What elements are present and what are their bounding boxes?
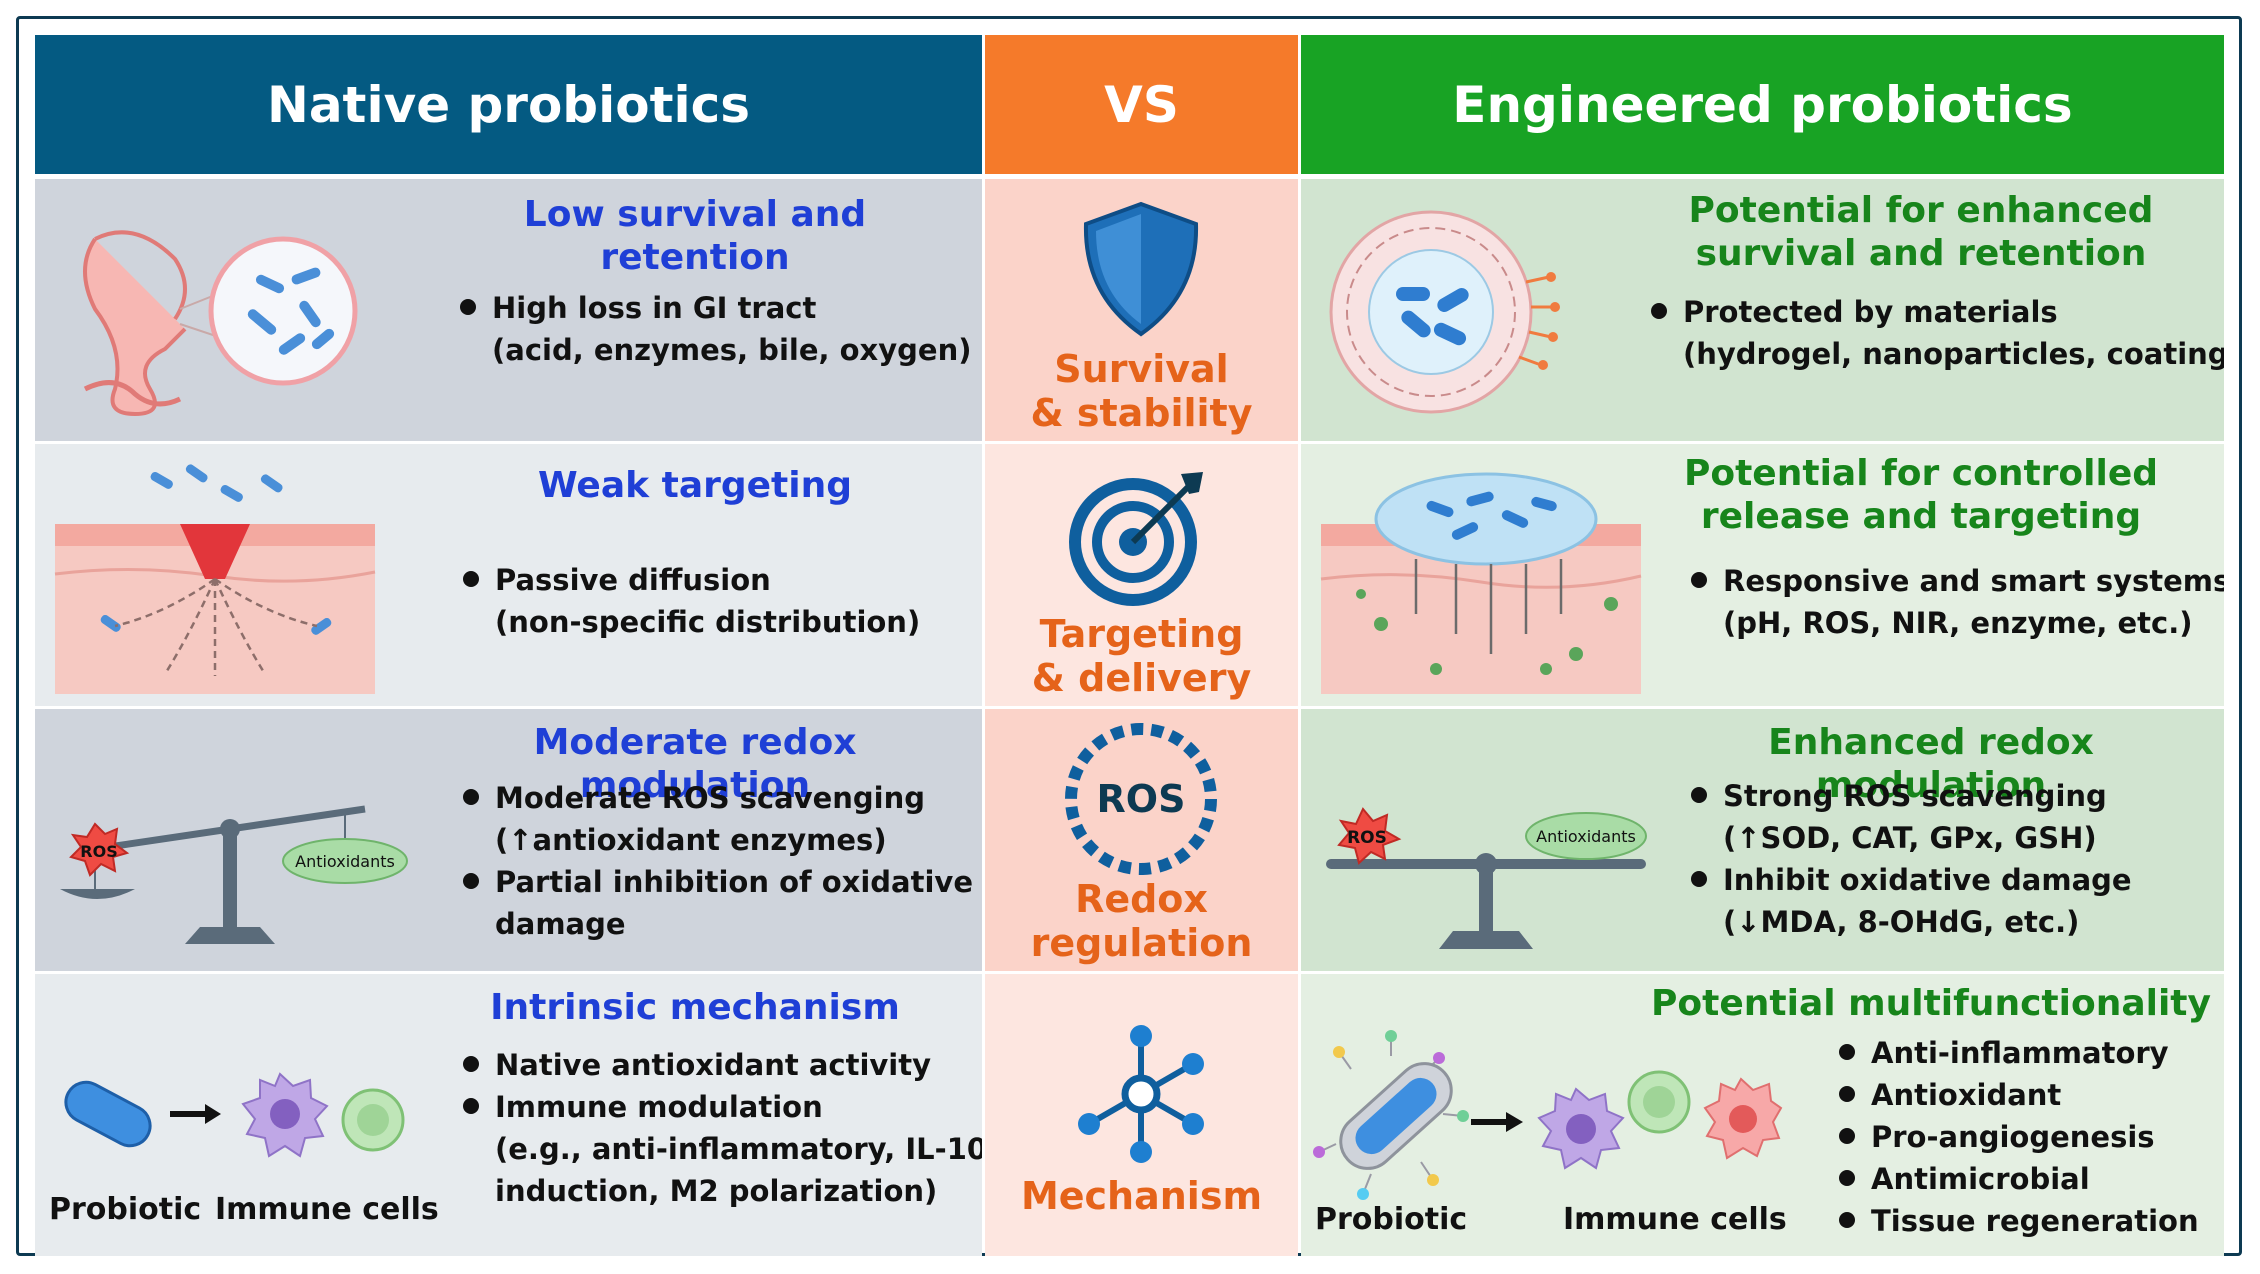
list-item: High loss in GI tract: [460, 287, 971, 329]
bullet-icon: [463, 789, 479, 805]
criterion-label: Mechanism: [1020, 1174, 1263, 1218]
network-icon: [1078, 1025, 1204, 1163]
row3-native: ROS Antioxidants Moderate redox modulati…: [35, 709, 982, 971]
row2-criterion: Targeting& delivery: [985, 444, 1298, 706]
bullet-detail: (non-specific distribution): [495, 605, 921, 639]
header-native: Native probiotics: [35, 35, 982, 174]
row3-engineered: ROS Antioxidants Enhanced redox modulati…: [1301, 709, 2224, 971]
bullet-detail: (↓MDA, 8-OHdG, etc.): [1723, 905, 2080, 939]
skin-wound-icon: [54, 464, 376, 694]
list-item: Responsive and smart systems: [1691, 560, 2224, 602]
list-item: Passive diffusion: [463, 559, 920, 601]
caption-probiotic: Probiotic: [1315, 1202, 1468, 1237]
criterion-label: Survival& stability: [1030, 347, 1253, 435]
caption-immune-cells: Immune cells: [215, 1192, 439, 1227]
list-item: Antimicrobial: [1839, 1158, 2199, 1200]
bullet-detail-line2: induction, M2 polarization): [495, 1174, 938, 1208]
bullet-icon: [1691, 572, 1707, 588]
bullet-detail: (pH, ROS, NIR, enzyme, etc.): [1723, 606, 2193, 640]
list-item: Moderate ROS scavenging: [463, 777, 973, 819]
balance-scale-icon: ROS Antioxidants: [60, 805, 408, 944]
list-item: Pro-angiogenesis: [1839, 1116, 2199, 1158]
header-native-label: Native probiotics: [266, 75, 751, 134]
row4-native-title: Intrinsic mechanism: [490, 987, 900, 1028]
bullet-icon: [463, 873, 479, 889]
list-item: Partial inhibition of oxidative: [463, 861, 973, 903]
row3-native-title: Moderate redox modulation: [533, 722, 857, 807]
gut-icon: [83, 230, 358, 417]
bullet-icon: [463, 571, 479, 587]
list-item: Tissue regeneration: [1839, 1200, 2199, 1242]
list-item: Native antioxidant activity: [463, 1044, 982, 1086]
row1-native-title: Low survival and retention: [523, 194, 867, 279]
list-item: Antioxidant: [1839, 1074, 2199, 1116]
list-item: Protected by materials: [1651, 291, 2224, 333]
list-item: Strong ROS scavenging: [1691, 775, 2132, 817]
probiotic-immune-icon: [64, 1072, 405, 1158]
bullet-icon: [1839, 1128, 1855, 1144]
bullet-icon: [463, 1098, 479, 1114]
bullet-detail: (acid, enzymes, bile, oxygen): [492, 333, 972, 367]
bullet-detail: (↑SOD, CAT, GPx, GSH): [1723, 821, 2097, 855]
row4-engineered: Probiotic Immune cells Potential multifu…: [1301, 974, 2224, 1256]
comparison-figure: Native probiotics VS Engineered probioti…: [16, 16, 2242, 1256]
criterion-label: Targeting& delivery: [1031, 612, 1252, 700]
bullet-detail: (hydrogel, nanoparticles, coating, etc.): [1683, 337, 2224, 371]
caption-probiotic: Probiotic: [49, 1192, 202, 1227]
bullet-icon: [1691, 871, 1707, 887]
bullet-icon: [1839, 1212, 1855, 1228]
bullet-detail: damage: [495, 907, 626, 941]
bullet-icon: [463, 1056, 479, 1072]
row4-native: Probiotic Immune cells Intrinsic mechani…: [35, 974, 982, 1256]
bullet-detail: (↑antioxidant enzymes): [495, 823, 887, 857]
bullet-icon: [1691, 787, 1707, 803]
bullet-icon: [1839, 1044, 1855, 1060]
list-item: Anti-inflammatory: [1839, 1032, 2199, 1074]
row2-native-title: Weak targeting: [538, 465, 852, 506]
engineered-probiotic-immune-icon: [1313, 1030, 1783, 1200]
ros-icon-label: ROS: [1097, 777, 1186, 821]
list-item: Immune modulation: [463, 1086, 982, 1128]
bullet-icon: [1839, 1086, 1855, 1102]
bullet-icon: [1839, 1170, 1855, 1186]
target-icon: [1069, 472, 1203, 606]
smart-hydrogel-icon: [1320, 472, 1642, 694]
bullet-detail-line1: (e.g., anti-inflammatory, IL-10: [495, 1132, 982, 1166]
header-engineered-label: Engineered probiotics: [1452, 75, 2073, 134]
list-item: Inhibit oxidative damage: [1691, 859, 2132, 901]
scale-right-label: Antioxidants: [295, 852, 395, 871]
header-vs: VS: [985, 35, 1298, 174]
header-vs-label: VS: [1104, 75, 1179, 134]
bullet-icon: [1651, 303, 1667, 319]
balance-scale-icon: ROS Antioxidants: [1326, 807, 1647, 949]
bullet-icon: [460, 299, 476, 315]
caption-immune-cells: Immune cells: [1563, 1202, 1787, 1237]
row3-engineered-title: Enhanced redox modulation: [1768, 722, 2094, 807]
row4-criterion: Mechanism: [985, 974, 1298, 1256]
row4-engineered-title: Potential multifunctionality: [1651, 983, 2211, 1024]
scale-left-label: ROS: [1347, 828, 1387, 848]
ros-circle-icon: ROS: [1065, 723, 1217, 875]
header-engineered: Engineered probiotics: [1301, 35, 2224, 174]
scale-left-label: ROS: [80, 842, 117, 861]
row2-native: Weak targeting Passive diffusion (non-sp…: [35, 444, 982, 706]
scale-right-label: Antioxidants: [1536, 827, 1636, 846]
shield-icon: [1083, 201, 1199, 337]
encapsulated-bacteria-icon: [1329, 210, 1560, 414]
row1-native: Low survival and retention High loss in …: [35, 179, 982, 441]
row1-criterion: Survival& stability: [985, 179, 1298, 441]
